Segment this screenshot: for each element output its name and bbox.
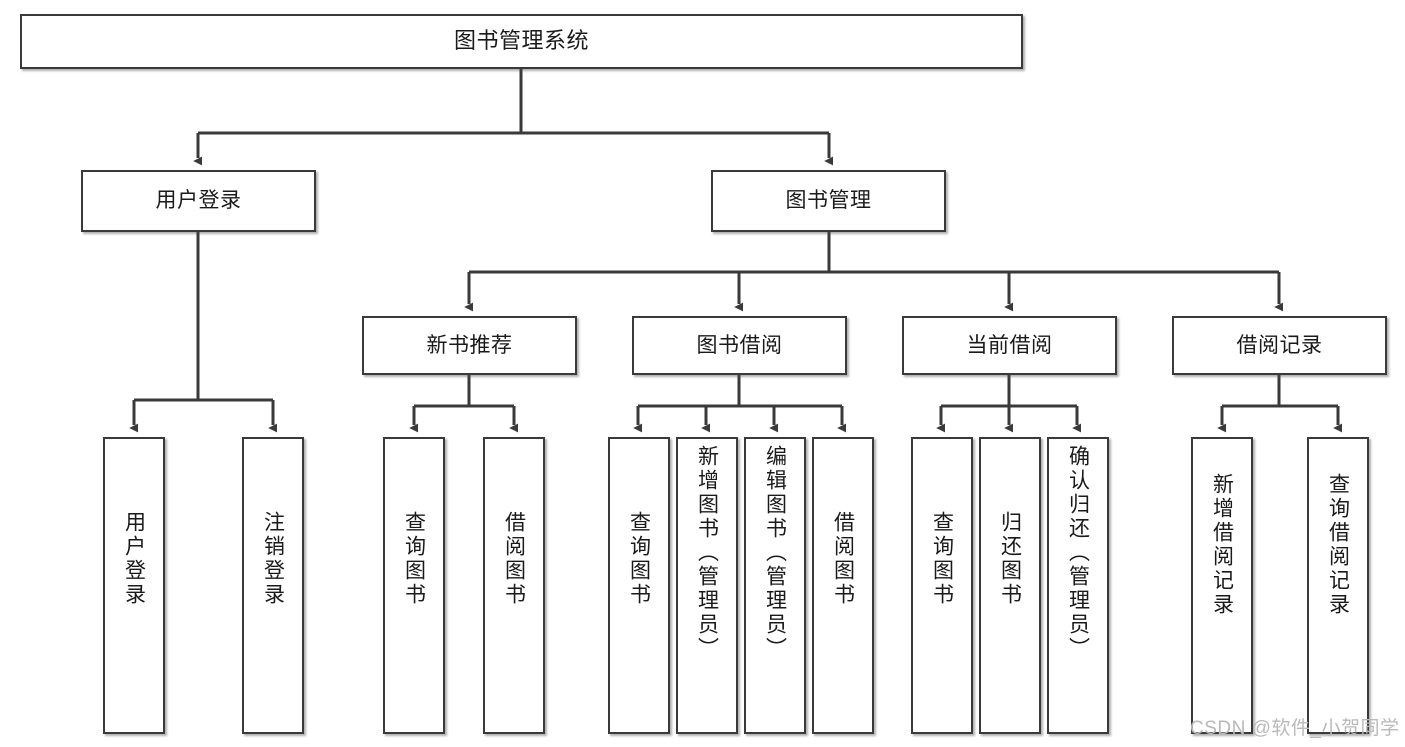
leaf-add-book-admin[interactable]: 新增图书（管理员）	[676, 437, 738, 734]
leaf-borrow-book-recommend[interactable]: 借阅图书	[483, 437, 545, 734]
node-book-borrow[interactable]: 图书借阅	[632, 316, 847, 375]
leaf-confirm-return-admin[interactable]: 确认归还（管理员）	[1047, 437, 1109, 734]
leaf-query-book-current[interactable]: 查询图书	[911, 437, 973, 734]
node-label: 查询图书	[402, 511, 426, 607]
node-current-borrow[interactable]: 当前借阅	[902, 316, 1117, 375]
node-label: 图书管理	[785, 189, 872, 213]
node-book-management[interactable]: 图书管理	[711, 170, 946, 232]
node-label: 查询借阅记录	[1326, 473, 1350, 617]
leaf-logout[interactable]: 注销登录	[242, 437, 304, 734]
leaf-query-book-borrow[interactable]: 查询图书	[608, 437, 670, 734]
node-label: 查询图书	[930, 511, 954, 607]
node-label: 归还图书	[998, 511, 1022, 607]
leaf-edit-book-admin[interactable]: 编辑图书（管理员）	[744, 437, 806, 734]
node-label: 注销登录	[261, 511, 285, 607]
node-label: 借阅图书	[502, 511, 526, 607]
node-borrow-records[interactable]: 借阅记录	[1172, 316, 1387, 375]
node-label: 图书管理系统	[453, 28, 589, 54]
leaf-borrow-book[interactable]: 借阅图书	[812, 437, 874, 734]
node-label: 当前借阅	[966, 333, 1053, 357]
node-label: 用户登录	[122, 511, 146, 607]
leaf-return-book[interactable]: 归还图书	[979, 437, 1041, 734]
node-label: 查询图书	[627, 511, 651, 607]
node-label: 借阅记录	[1236, 333, 1323, 357]
leaf-add-borrow-record[interactable]: 新增借阅记录	[1191, 437, 1253, 734]
csdn-watermark: CSDN @软件_小贺同学	[1190, 718, 1400, 739]
node-new-book-recommend[interactable]: 新书推荐	[362, 316, 577, 375]
node-root-system[interactable]: 图书管理系统	[20, 14, 1023, 69]
node-label: 借阅图书	[831, 511, 855, 607]
node-label: 确认归还（管理员）	[1066, 445, 1090, 661]
leaf-query-book-recommend[interactable]: 查询图书	[383, 437, 445, 734]
node-label: 新增借阅记录	[1210, 473, 1234, 617]
node-label: 编辑图书（管理员）	[763, 445, 787, 661]
leaf-user-login[interactable]: 用户登录	[103, 437, 165, 734]
node-label: 用户登录	[155, 189, 242, 213]
node-label: 新增图书（管理员）	[695, 445, 719, 661]
leaf-query-borrow-record[interactable]: 查询借阅记录	[1307, 437, 1369, 734]
node-user-login[interactable]: 用户登录	[81, 170, 316, 232]
node-label: 新书推荐	[426, 333, 513, 357]
node-label: 图书借阅	[696, 333, 783, 357]
